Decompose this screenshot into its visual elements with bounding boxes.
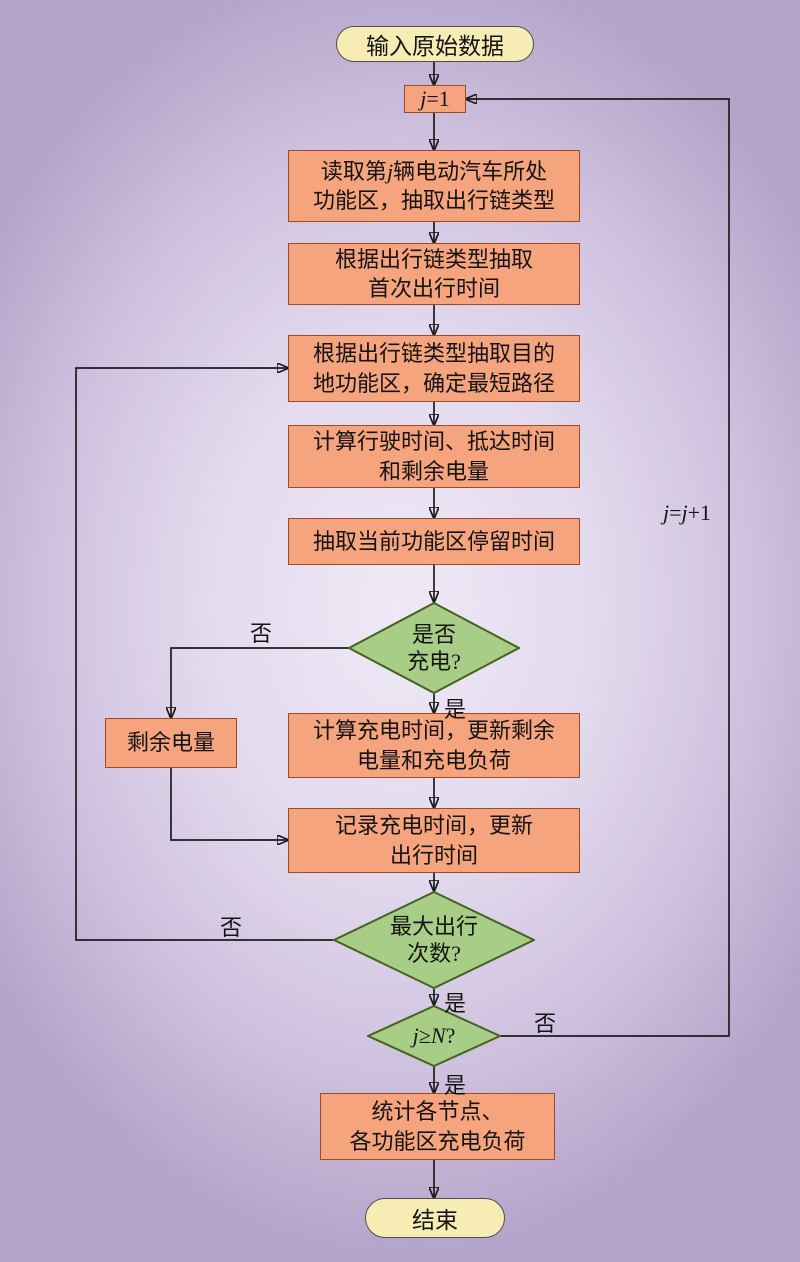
- drive-calc-box: 计算行驶时间、抵达时间 和剩余电量: [288, 425, 580, 488]
- charge-decision-line1: 是否: [411, 621, 456, 647]
- diamond-shape: [333, 891, 535, 989]
- label-increment: j=j+1: [662, 500, 712, 525]
- diamond-shape: [348, 602, 520, 694]
- max-trips-line1: 最大出行: [389, 913, 478, 939]
- end-terminator: 结束: [365, 1198, 505, 1238]
- first-trip-time-line2: 首次出行时间: [367, 276, 500, 301]
- dwell-time-line1: 抽取当前功能区停留时间: [312, 528, 555, 554]
- record-update-line2: 出行时间: [389, 842, 478, 868]
- end-label: 结束: [412, 1208, 458, 1233]
- start-terminator: 输入原始数据: [336, 26, 534, 62]
- label-allev-yes: 是: [444, 1073, 467, 1098]
- max-trips-decision-text: 最大出行 次数?: [333, 891, 535, 989]
- read-ev-zone-box: 读取第j辆电动汽车所处 功能区，抽取出行链类型: [288, 150, 580, 222]
- diamond-shape: [367, 1005, 501, 1067]
- charge-decision-line2: 充电?: [407, 649, 461, 674]
- stats-line1: 统计各节点、: [371, 1099, 504, 1125]
- max-trips-line2: 次数?: [407, 941, 461, 966]
- all-ev-decision-diamond: j≥N?: [367, 1005, 501, 1067]
- edge-maxtrips-no-loop: [75, 368, 333, 941]
- label-maxtrips-yes: 是: [444, 991, 467, 1016]
- destination-zone-box: 根据出行链类型抽取目的 地功能区，确定最短路径: [288, 335, 580, 402]
- stats-box: 统计各节点、 各功能区充电负荷: [320, 1093, 555, 1160]
- dwell-time-box: 抽取当前功能区停留时间: [288, 518, 580, 565]
- charge-calc-line2: 电量和充电负荷: [356, 747, 511, 773]
- label-charge-no: 否: [250, 621, 273, 646]
- drive-calc-line2: 和剩余电量: [378, 458, 489, 484]
- drive-calc-line1: 计算行驶时间、抵达时间: [312, 429, 555, 455]
- remaining-soc-box: 剩余电量: [105, 718, 237, 768]
- first-trip-time-box: 根据出行链类型抽取 首次出行时间: [288, 243, 580, 305]
- edge-charge-no-to-soc: [171, 647, 348, 718]
- start-label: 输入原始数据: [366, 34, 504, 59]
- stats-line2: 各功能区充电负荷: [349, 1128, 526, 1154]
- label-maxtrips-no: 否: [220, 915, 243, 940]
- all-ev-decision-text: j≥N?: [367, 1005, 501, 1067]
- first-trip-time-line1: 根据出行链类型抽取: [334, 246, 533, 272]
- charge-calc-box: 计算充电时间，更新剩余 电量和充电负荷: [288, 713, 580, 778]
- all-ev-condition: j≥N?: [412, 1023, 456, 1049]
- label-allev-no: 否: [534, 1011, 557, 1036]
- init-counter-box: j=1: [404, 85, 466, 113]
- record-update-line1: 记录充电时间，更新: [334, 813, 533, 839]
- label-charge-yes: 是: [444, 697, 467, 722]
- charge-decision-diamond: 是否 充电?: [348, 602, 520, 694]
- read-ev-zone-line2: 功能区，抽取出行链类型: [312, 188, 555, 213]
- charge-decision-text: 是否 充电?: [348, 602, 520, 694]
- charge-calc-line1: 计算充电时间，更新剩余: [312, 718, 555, 744]
- read-ev-zone-line1: 读取第j辆电动汽车所处: [320, 158, 548, 184]
- init-counter-label: j=1: [420, 86, 450, 112]
- destination-zone-line1: 根据出行链类型抽取目的: [312, 341, 555, 367]
- edge-allev-no-increment-loop: [466, 99, 730, 1037]
- destination-zone-line2: 地功能区，确定最短路径: [312, 370, 555, 396]
- remaining-soc-line1: 剩余电量: [126, 730, 215, 756]
- record-update-box: 记录充电时间，更新 出行时间: [288, 808, 580, 873]
- edge-soc-to-record: [170, 768, 288, 840]
- max-trips-decision-diamond: 最大出行 次数?: [333, 891, 535, 989]
